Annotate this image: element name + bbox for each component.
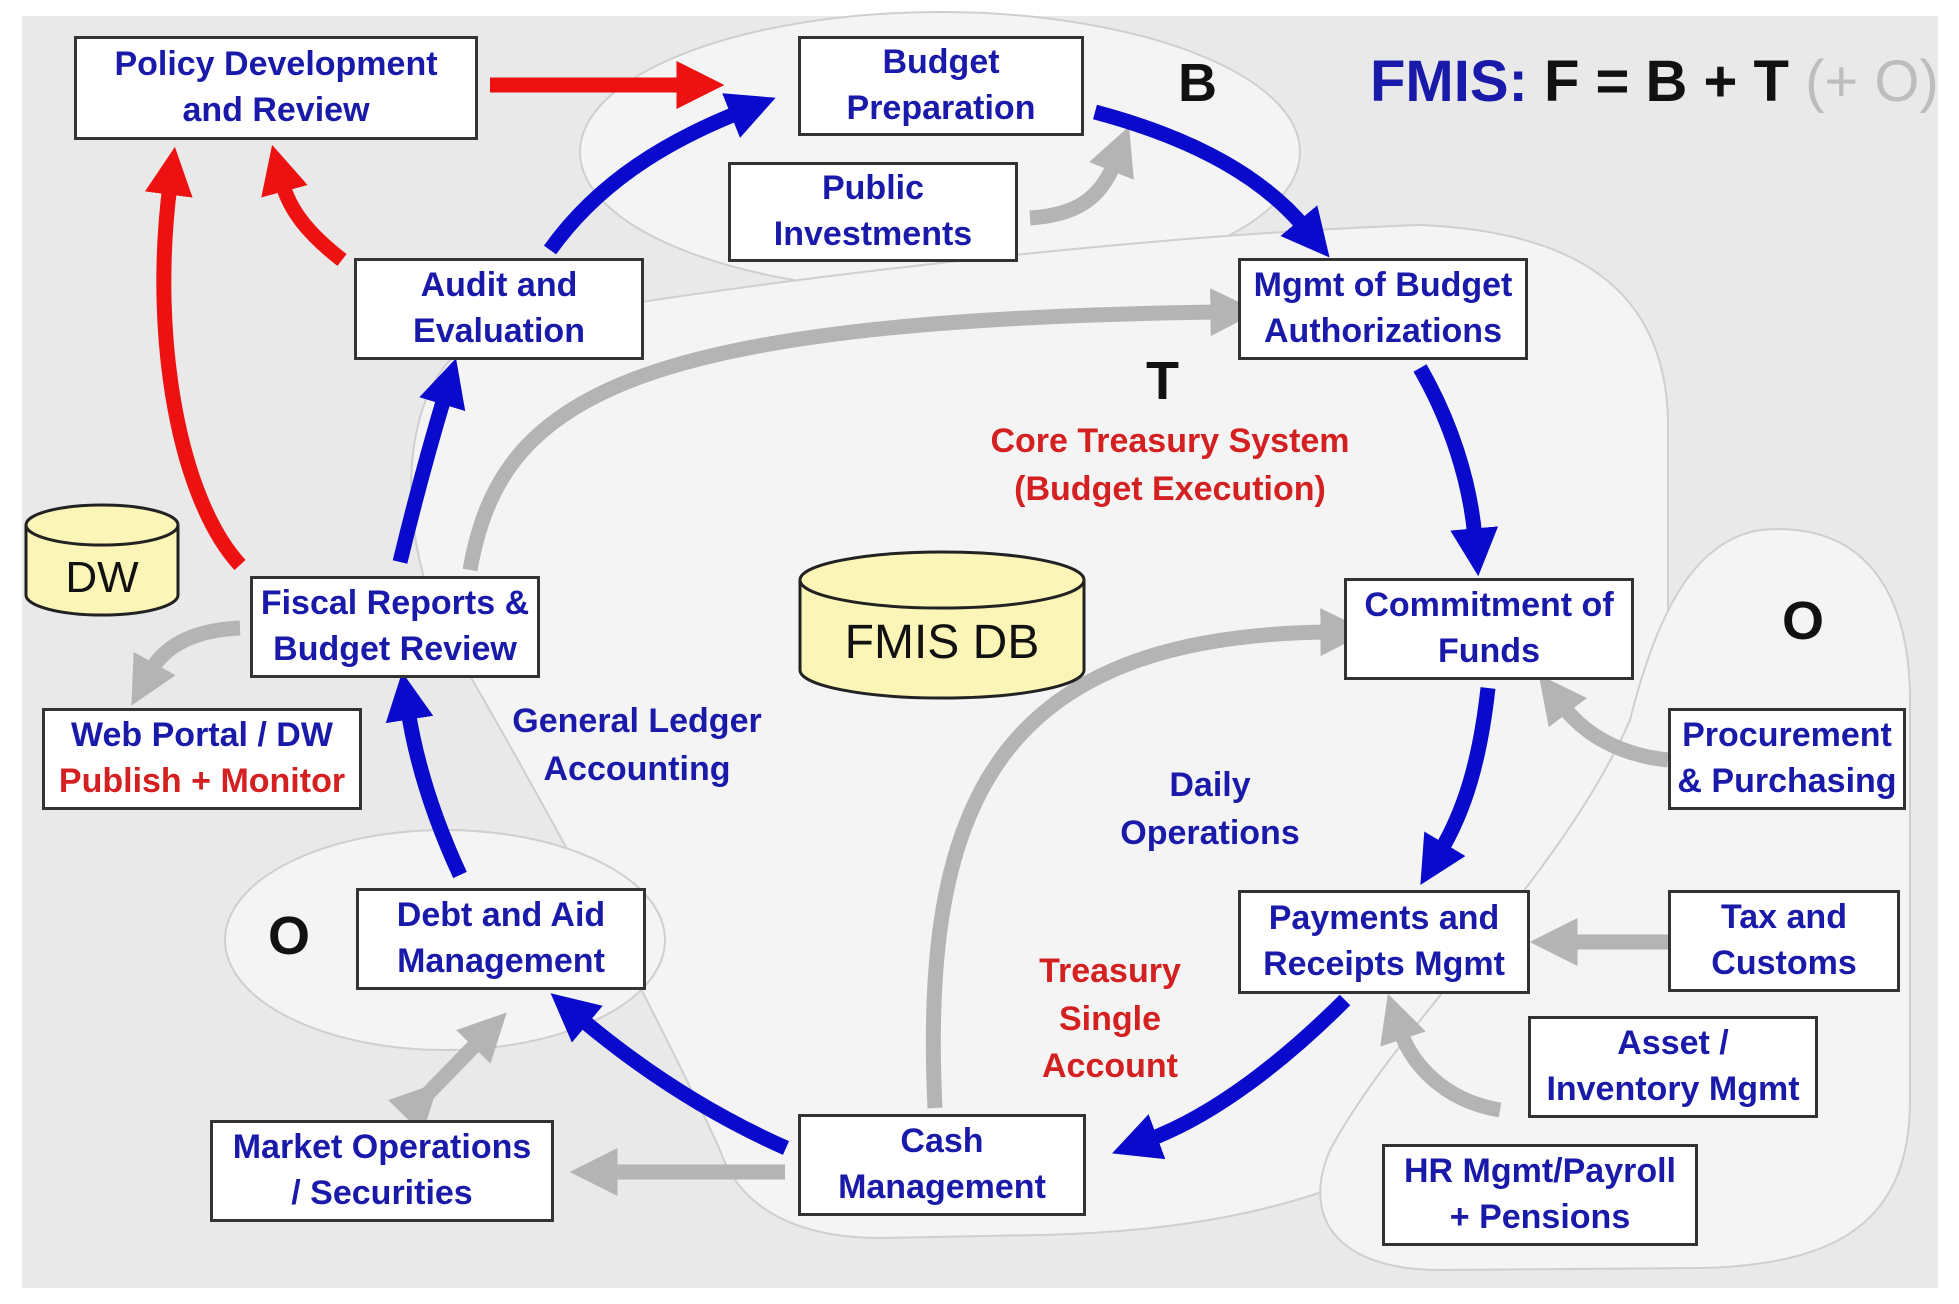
arrow-payments-to-cash — [1112, 994, 1351, 1160]
arrow-budget-prep-to-mgmt-auth — [1093, 104, 1330, 258]
arrow-fiscal-to-audit — [392, 358, 466, 564]
mgmt-auth-line1: Mgmt of Budget — [1253, 266, 1513, 305]
tax-line2: Customs — [1711, 944, 1857, 982]
procurement-line1: Procurement — [1682, 716, 1892, 755]
commitment-line2: Funds — [1438, 632, 1540, 670]
hr-line2: + Pensions — [1449, 1198, 1631, 1236]
tax-line1: Tax and — [1721, 898, 1847, 937]
public-investments-box[interactable]: Public Investments — [728, 162, 1018, 262]
policy-line1: Policy Development — [114, 45, 438, 84]
arrow-mgmt-auth-to-commitment — [1413, 364, 1499, 577]
web-portal-box[interactable]: Web Portal / DW Publish + Monitor — [42, 708, 362, 810]
mgmt-auth-line2: Authorizations — [1264, 312, 1502, 350]
dw-label: DW — [65, 553, 139, 602]
debt-line1: Debt and Aid — [396, 896, 606, 935]
hr-payroll-box[interactable]: HR Mgmt/Payroll + Pensions — [1382, 1144, 1698, 1246]
arrow-debt-market-link — [388, 1012, 507, 1134]
region-letter-o-right: O — [1782, 591, 1825, 651]
fiscal-line2: Budget Review — [273, 630, 517, 668]
mgmt-budget-authorizations-box[interactable]: Mgmt of Budget Authorizations — [1238, 258, 1528, 360]
web-portal-line2: Publish + Monitor — [58, 762, 346, 800]
asset-line2: Inventory Mgmt — [1546, 1070, 1800, 1108]
arrow-public-inv-to-budget-prep — [1029, 126, 1134, 226]
arrow-hr-to-payments — [1380, 993, 1502, 1118]
market-line1: Market Operations — [232, 1128, 532, 1167]
tax-customs-box[interactable]: Tax and Customs — [1668, 890, 1900, 992]
general-ledger-label: General Ledger Accounting — [492, 698, 782, 793]
arrow-fiscal-to-policy — [144, 146, 246, 571]
audit-evaluation-box[interactable]: Audit and Evaluation — [354, 258, 644, 360]
arrow-gl-to-mgmt-budget-auth — [462, 288, 1259, 572]
region-letter-o-left: O — [268, 906, 311, 966]
core-treasury-label: Core Treasury System (Budget Execution) — [960, 418, 1380, 513]
budget-preparation-box[interactable]: Budget Preparation — [798, 36, 1084, 136]
web-portal-line1: Web Portal / DW — [71, 716, 333, 755]
asset-line1: Asset / — [1617, 1024, 1729, 1063]
cash-management-box[interactable]: Cash Management — [798, 1114, 1086, 1216]
commitment-of-funds-box[interactable]: Commitment of Funds — [1344, 578, 1634, 680]
fiscal-reports-box[interactable]: Fiscal Reports & Budget Review — [250, 576, 540, 678]
policy-development-box[interactable]: Policy Development and Review — [74, 36, 478, 140]
formula-prefix: FMIS: — [1370, 49, 1528, 114]
arrow-cash-to-debt — [550, 993, 790, 1155]
formula-main: F = B + T — [1543, 49, 1789, 114]
hr-line1: HR Mgmt/Payroll — [1403, 1152, 1677, 1191]
payments-line2: Receipts Mgmt — [1263, 945, 1505, 983]
debt-aid-management-box[interactable]: Debt and Aid Management — [356, 888, 646, 990]
arrow-audit-to-policy — [261, 144, 347, 266]
public-inv-line2: Investments — [773, 215, 973, 253]
debt-line2: Management — [397, 942, 605, 980]
region-letter-b: B — [1178, 53, 1217, 113]
fmis-db-cylinder — [798, 550, 1086, 700]
tsa-line3: Account — [1042, 1047, 1178, 1086]
payments-line1: Payments and — [1268, 899, 1500, 938]
audit-line2: Evaluation — [413, 312, 585, 350]
daily-operations-line2: Operations — [1120, 813, 1300, 852]
formula-extra: (+ O) — [1805, 49, 1939, 114]
arrow-cash-to-commitment — [925, 608, 1369, 1109]
tsa-line2: Single — [1058, 999, 1162, 1038]
market-line2: / Securities — [291, 1174, 473, 1212]
budget-prep-line1: Budget — [882, 43, 1000, 82]
budget-prep-line2: Preparation — [846, 89, 1036, 127]
procurement-line2: & Purchasing — [1677, 762, 1897, 800]
daily-operations-label: Daily Operations — [1100, 762, 1320, 857]
payments-receipts-box[interactable]: Payments and Receipts Mgmt — [1238, 890, 1530, 994]
region-letter-t: T — [1146, 351, 1179, 411]
core-treasury-line2: (Budget Execution) — [1014, 469, 1326, 508]
audit-line1: Audit and — [420, 266, 578, 305]
dw-cylinder — [24, 503, 180, 617]
daily-operations-line1: Daily — [1169, 766, 1251, 804]
fmis-db-label: FMIS DB — [844, 616, 1040, 669]
market-operations-box[interactable]: Market Operations / Securities — [210, 1120, 554, 1222]
core-treasury-line1: Core Treasury System — [990, 422, 1350, 460]
arrow-commitment-to-payments — [1420, 687, 1496, 886]
procurement-box[interactable]: Procurement & Purchasing — [1668, 708, 1906, 810]
public-inv-line1: Public — [821, 169, 925, 208]
treasury-single-account-label: Treasury Single Account — [1000, 948, 1220, 1091]
commitment-line1: Commitment of — [1364, 586, 1614, 625]
arrow-debt-to-fiscal — [385, 672, 467, 879]
arrow-fiscal-to-web-portal — [131, 620, 241, 706]
general-ledger-line2: Accounting — [543, 749, 731, 788]
arrow-procurement-to-commitment — [1538, 674, 1669, 768]
policy-line2: and Review — [182, 91, 370, 129]
tsa-line1: Treasury — [1039, 952, 1181, 990]
fmis-formula: FMIS: F = B + T (+ O) — [1370, 48, 1939, 115]
cash-line1: Cash — [900, 1122, 984, 1161]
fiscal-line1: Fiscal Reports & — [260, 584, 530, 623]
cash-line2: Management — [838, 1168, 1046, 1206]
arrow-audit-to-budget-prep — [543, 93, 776, 255]
general-ledger-line1: General Ledger — [512, 702, 762, 740]
asset-inventory-box[interactable]: Asset / Inventory Mgmt — [1528, 1016, 1818, 1118]
